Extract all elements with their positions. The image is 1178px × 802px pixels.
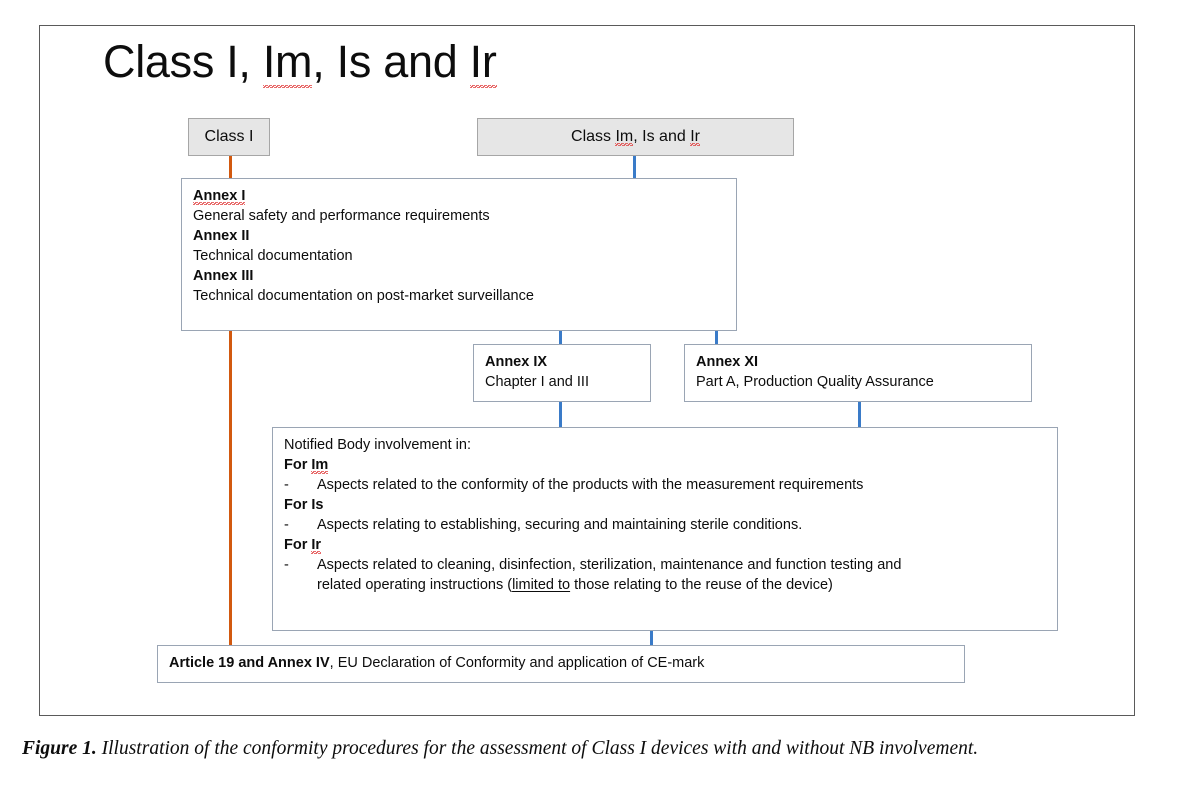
bullet-dash-im: - <box>284 477 289 493</box>
ir-line2-part-b: those relating to the reuse of the devic… <box>570 577 833 593</box>
annex-ii-heading: Annex II <box>193 228 250 244</box>
notified-body-bullet-ir: - Aspects related to cleaning, disinfect… <box>284 555 1047 595</box>
connector-annex-ix-to-notified-body <box>559 402 562 428</box>
box-class-i-label: Class I <box>204 128 254 145</box>
bullet-text-ir-line-1: Aspects related to cleaning, disinfectio… <box>317 557 902 573</box>
connector-class-i-to-article-19 <box>229 331 232 646</box>
box-class-im-is-ir-label: Class Im, Is and Ir <box>571 128 700 146</box>
bullet-text-ir: Aspects related to cleaning, disinfectio… <box>317 555 1047 595</box>
article-19-bold-part: Article 19 and Annex IV <box>169 655 330 671</box>
annex-i-heading: Annex I <box>193 188 246 205</box>
figure-caption: Figure 1. Illustration of the conformity… <box>22 735 1156 763</box>
notified-body-group-ir-heading: For Ir <box>284 537 322 554</box>
connector-annex-to-annex-ix <box>559 331 562 345</box>
box-class-im-is-ir: Class Im, Is and Ir <box>477 118 794 156</box>
box-annex-ix: Annex IX Chapter I and III <box>473 344 651 402</box>
box-annex-xi-content: Annex XI Part A, Production Quality Assu… <box>685 345 1031 399</box>
bullet-text-ir-line-2: related operating instructions (limited … <box>317 575 1047 595</box>
box-article-19-annex-iv: Article 19 and Annex IV, EU Declaration … <box>157 645 965 683</box>
box-annex-i-ii-iii-content: Annex I General safety and performance r… <box>182 179 736 313</box>
connector-annex-xi-to-notified-body <box>858 402 861 428</box>
figure-caption-text: Illustration of the conformity procedure… <box>96 738 979 759</box>
label-ir: Ir <box>690 128 700 146</box>
article-19-rest: , EU Declaration of Conformity and appli… <box>329 655 705 671</box>
connector-class-i-to-annex <box>229 156 232 179</box>
annex-iii-heading: Annex III <box>193 268 254 284</box>
figure-title: Class I, Im, Is and Ir <box>103 36 497 88</box>
connector-annex-to-annex-xi <box>715 331 718 345</box>
group-ir-token: Ir <box>311 537 322 554</box>
label-im: Im <box>615 128 634 146</box>
figure-title-text-im: Im <box>262 36 313 88</box>
bullet-dash-ir: - <box>284 557 289 573</box>
bullet-text-is: Aspects relating to establishing, securi… <box>317 517 803 533</box>
box-annex-ix-content: Annex IX Chapter I and III <box>474 345 650 399</box>
connector-im-is-ir-to-annex <box>633 156 636 179</box>
figure-title-text-ir: Ir <box>469 36 497 88</box>
notified-body-bullet-is: - Aspects relating to establishing, secu… <box>284 515 1047 535</box>
notified-body-bullet-im: - Aspects related to the conformity of t… <box>284 475 1047 495</box>
box-notified-body-content: Notified Body involvement in: For Im - A… <box>273 428 1057 602</box>
figure-caption-label: Figure 1. <box>22 738 97 759</box>
annex-iii-detail: Technical documentation on post-market s… <box>193 288 534 304</box>
notified-body-group-im-heading: For Im <box>284 457 329 474</box>
figure-title-text-1: Class I, <box>103 36 263 87</box>
annex-ix-detail: Chapter I and III <box>485 374 589 390</box>
connector-notified-body-to-article-19 <box>650 631 653 646</box>
box-annex-xi: Annex XI Part A, Production Quality Assu… <box>684 344 1032 402</box>
annex-xi-heading: Annex XI <box>696 354 759 370</box>
box-notified-body-involvement: Notified Body involvement in: For Im - A… <box>272 427 1058 631</box>
bullet-text-im: Aspects related to the conformity of the… <box>317 477 864 493</box>
notified-body-intro: Notified Body involvement in: <box>284 437 471 453</box>
annex-ii-detail: Technical documentation <box>193 248 353 264</box>
figure-title-text-2: , Is and <box>312 36 470 87</box>
box-article-19-content: Article 19 and Annex IV, EU Declaration … <box>158 646 964 680</box>
annex-i-detail: General safety and performance requireme… <box>193 208 490 224</box>
bullet-dash-is: - <box>284 517 289 533</box>
notified-body-group-is-heading: For Is <box>284 497 324 513</box>
ir-line2-underlined: limited to <box>512 577 571 593</box>
group-im-token: Im <box>311 457 329 474</box>
annex-xi-detail: Part A, Production Quality Assurance <box>696 374 934 390</box>
box-class-i: Class I <box>188 118 270 156</box>
annex-ix-heading: Annex IX <box>485 354 548 370</box>
ir-line2-part-a: related operating instructions ( <box>317 577 513 593</box>
box-annex-i-ii-iii: Annex I General safety and performance r… <box>181 178 737 331</box>
